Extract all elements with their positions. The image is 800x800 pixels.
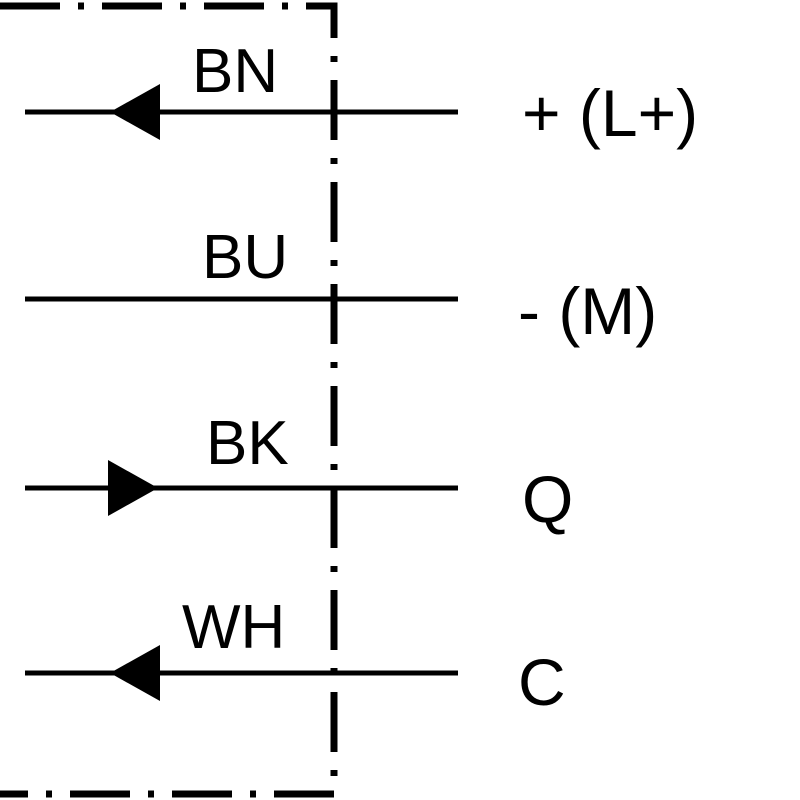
- signal-label: C: [518, 645, 566, 719]
- wire-color-label: BU: [202, 223, 288, 292]
- arrow-right-icon: [108, 460, 158, 516]
- wire-wh: WH C: [25, 593, 566, 719]
- signal-label: + (L+): [522, 76, 698, 150]
- arrow-left-icon: [110, 84, 160, 140]
- wire-bu: BU - (M): [25, 223, 657, 348]
- arrow-left-icon: [110, 645, 160, 701]
- wire-bk: BK Q: [25, 409, 573, 536]
- wire-color-label: BN: [192, 37, 278, 106]
- wire-color-label: BK: [206, 409, 289, 478]
- signal-label: Q: [522, 462, 573, 536]
- signal-label: - (M): [518, 274, 657, 348]
- housing-boundary: [0, 2, 338, 798]
- wire-bn: BN + (L+): [25, 37, 698, 150]
- wire-color-label: WH: [182, 593, 285, 662]
